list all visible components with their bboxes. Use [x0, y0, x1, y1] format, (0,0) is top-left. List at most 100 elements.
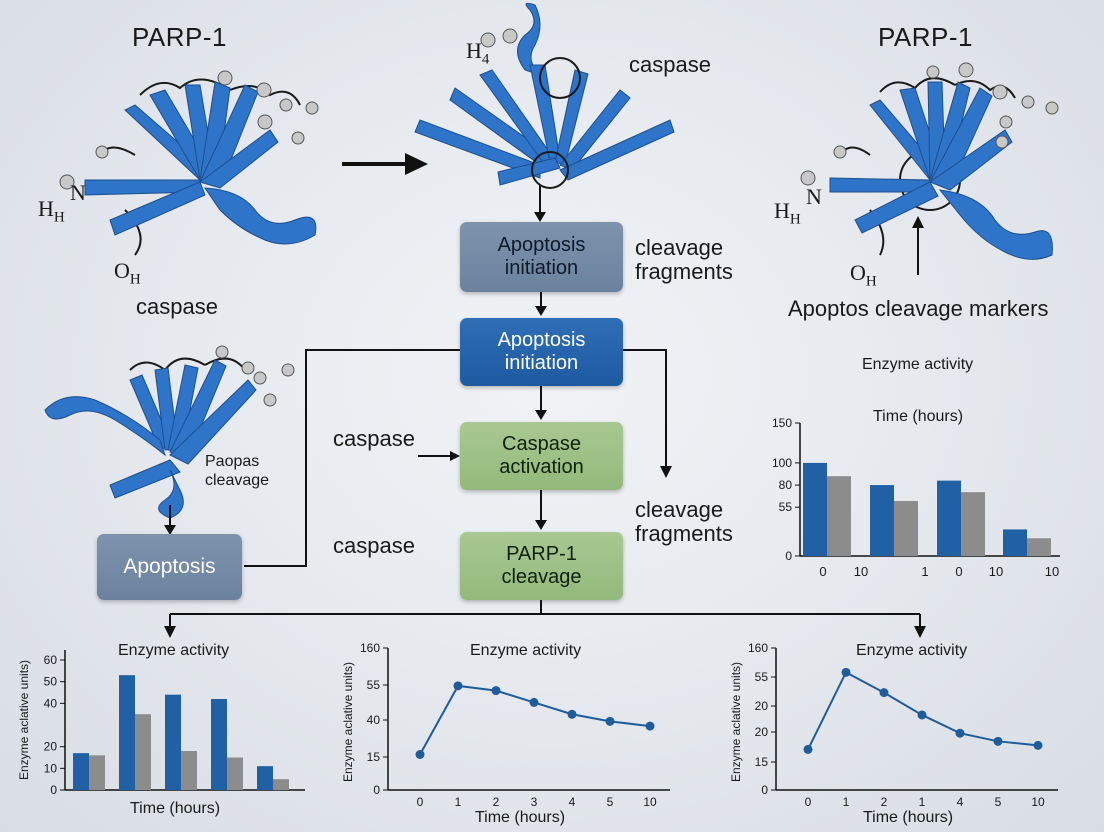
- parp1-right-title: PARP-1: [878, 22, 973, 52]
- data-point: [993, 736, 1003, 746]
- y-tick-label: 20: [755, 725, 769, 739]
- y-tick-label: 60: [44, 653, 58, 667]
- flow-box-parp1-cleavage: PARP-1 cleavage: [460, 532, 623, 600]
- flow-box-caspase-activation: Caspase activation: [460, 422, 623, 490]
- y-axis-title: Enzyme aclative units): [17, 660, 31, 780]
- cleavage-fragments-label-1: cleavage fragments: [635, 235, 733, 285]
- data-point: [567, 709, 577, 719]
- y-axis-title: Enzyme aclative units): [341, 662, 355, 782]
- bar-series2: [894, 501, 918, 556]
- down-arrow-icon: [164, 505, 176, 535]
- x-tick-label: 5: [995, 795, 1002, 809]
- y-axis-title: Enzyme aclative units): [729, 662, 743, 782]
- data-point: [1033, 740, 1043, 750]
- flow-box-apoptosis-initiation-1: Apoptosis initiation: [460, 222, 623, 292]
- caspase-left-label: caspase: [136, 294, 218, 319]
- x-tick-label: 10: [854, 564, 868, 579]
- x-tick-label: 1: [843, 795, 850, 809]
- bar-series1: [257, 766, 273, 790]
- data-point: [879, 688, 889, 698]
- x-tick-label: 1: [919, 795, 926, 809]
- x-tick-label: 2: [881, 795, 888, 809]
- y-tick-label: 20: [44, 740, 58, 754]
- bar-series2: [827, 476, 851, 556]
- chart-br-title: Enzyme activity: [856, 642, 968, 659]
- bar-series2: [135, 714, 151, 790]
- x-tick-label: 0: [955, 564, 962, 579]
- y-tick-label: 40: [44, 696, 58, 710]
- paopas-cleavage-label: Paopas cleavage: [205, 453, 270, 490]
- bar-series2: [273, 779, 289, 790]
- x-tick-label: 10: [643, 795, 657, 809]
- y-tick-label: 50: [44, 675, 58, 689]
- bar-series1: [73, 753, 89, 790]
- y-tick-label: 55: [755, 670, 769, 684]
- x-tick-label: 0: [819, 564, 826, 579]
- flow-box-apoptosis: Apoptosis: [97, 534, 242, 600]
- bar-series2: [961, 492, 985, 556]
- chart-bc-title: Enzyme activity: [470, 642, 582, 659]
- y-tick-label: 100: [772, 456, 792, 470]
- y-tick-label: 40: [367, 713, 381, 727]
- data-point: [955, 728, 965, 738]
- parp1-left-title: PARP-1: [132, 22, 227, 52]
- bar-series2: [181, 751, 197, 790]
- y-tick-label: 15: [755, 755, 769, 769]
- data-point: [841, 667, 851, 677]
- apoptos-cleavage-markers-label: Apoptos cleavage markers: [788, 296, 1049, 321]
- x-tick-label: 5: [607, 795, 614, 809]
- x-axis-title: Time (hours): [475, 809, 565, 826]
- y-tick-label: 55: [367, 678, 381, 692]
- data-point: [645, 721, 655, 731]
- y-tick-label: 150: [772, 416, 792, 430]
- data-point: [803, 744, 813, 754]
- forward-arrow-icon: [342, 153, 428, 175]
- atom-n-right: N: [806, 184, 822, 209]
- data-point: [415, 750, 425, 759]
- y-tick-label: 160: [360, 641, 380, 655]
- x-tick-label: 10: [989, 564, 1003, 579]
- chart-bl-xlabel: Time (hours): [130, 800, 221, 817]
- bar-series1: [1003, 529, 1027, 556]
- x-axis-title: Time (hours): [863, 809, 953, 826]
- y-tick-label: 15: [367, 750, 381, 764]
- x-tick-label: 0: [805, 795, 812, 809]
- bar-series1: [870, 485, 894, 556]
- protein-structure-mid-left: [44, 345, 295, 528]
- data-point: [491, 686, 501, 696]
- caspase-top-label: caspase: [629, 52, 711, 77]
- y-tick-label: 20: [755, 699, 769, 713]
- x-tick-label: 1: [455, 795, 462, 809]
- data-point: [917, 710, 927, 720]
- x-tick-label: 4: [957, 795, 964, 809]
- bar-series1: [119, 675, 135, 790]
- data-point: [605, 716, 615, 726]
- caspase-mid-label-2: caspase: [333, 533, 415, 558]
- atom-o-left: OH: [114, 258, 141, 288]
- x-tick-label: 10: [1045, 564, 1059, 579]
- x-tick-label: 2: [493, 795, 500, 809]
- atom-h-top: H4: [466, 38, 490, 68]
- data-point: [453, 681, 463, 691]
- x-tick-label: 1: [921, 564, 928, 579]
- bar-series2: [227, 757, 243, 790]
- bar-series1: [937, 480, 961, 556]
- bar-series1: [165, 694, 181, 790]
- y-tick-label: 55: [779, 500, 793, 514]
- caspase-mid-label-1: caspase: [333, 426, 415, 451]
- series-line: [419, 684, 651, 755]
- x-tick-label: 3: [531, 795, 538, 809]
- y-tick-label: 10: [44, 761, 58, 775]
- chart-right-title: Enzyme activity: [862, 356, 974, 373]
- bar-series1: [803, 462, 827, 556]
- atom-h-left: HH: [38, 196, 65, 226]
- bar-series1: [211, 699, 227, 790]
- bar-series2: [1027, 538, 1051, 556]
- chart-right-xlabel: Time (hours): [873, 408, 964, 425]
- y-tick-label: 80: [779, 478, 793, 492]
- y-tick-label: 0: [785, 549, 792, 563]
